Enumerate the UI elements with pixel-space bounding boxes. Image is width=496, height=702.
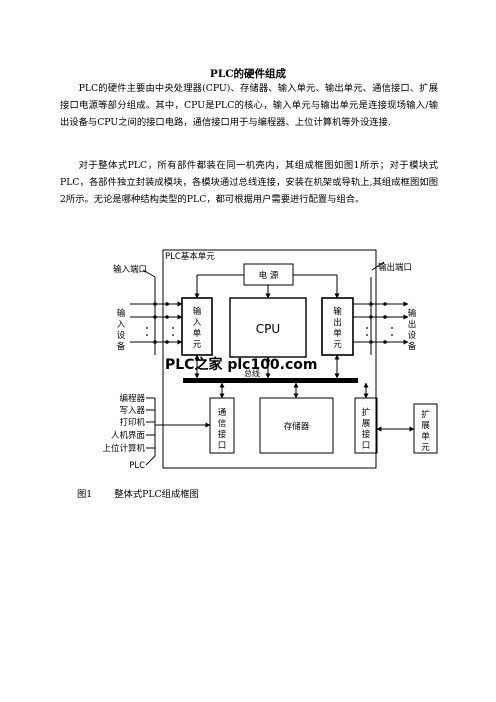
ext-interface-char: 扩 xyxy=(362,407,371,418)
ext-unit-char: 单 xyxy=(421,431,430,442)
input-unit-char: 入 xyxy=(193,318,202,328)
input-device-char: 备 xyxy=(117,341,126,352)
output-device-char: 出 xyxy=(408,319,417,330)
output-unit-char: 单 xyxy=(333,328,342,339)
comm-interface-char: 接 xyxy=(218,429,227,440)
peripheral-label: 打印机 xyxy=(119,417,145,428)
input-device-char: 设 xyxy=(117,330,126,341)
caption-text: 整体式PLC组成框图 xyxy=(114,489,199,500)
ext-interface-char: 接 xyxy=(362,429,371,440)
figure-caption: 图1 整体式PLC组成框图 xyxy=(77,486,221,500)
input-device-char: 入 xyxy=(117,320,126,330)
power-label: 电 源 xyxy=(259,270,279,281)
output-unit-char: 出 xyxy=(333,317,342,328)
memory-label: 存储器 xyxy=(284,421,310,432)
bus-bar xyxy=(183,378,358,383)
input-device-char: 输 xyxy=(117,308,126,319)
watermark-logo: PLC之家 plc100.com xyxy=(165,356,318,373)
output-device-char: 输 xyxy=(408,308,417,319)
input-unit-char: 元 xyxy=(193,340,202,350)
comm-interface-char: 信 xyxy=(218,418,227,429)
paragraph-1: PLC的硬件主要由中央处理器(CPU)、存储器、输入单元、输出单元、通信接口、扩… xyxy=(60,83,438,129)
base-unit-label: PLC基本单元 xyxy=(165,251,215,262)
input-unit-char: 输 xyxy=(193,306,202,317)
ext-unit-char: 扩 xyxy=(421,409,430,420)
peripheral-label: 写入器 xyxy=(119,406,145,416)
caption-number: 图1 xyxy=(77,489,93,500)
peripheral-label: 人机界面 xyxy=(111,430,146,441)
doc-title: PLC的硬件组成 xyxy=(209,68,287,80)
ext-interface-char: 口 xyxy=(362,441,371,451)
paragraph-2: 对于整体式PLC，所有部件都装在同一机壳内，其组成框图如图1所示；对于模块式PL… xyxy=(60,160,438,206)
output-unit-char: 元 xyxy=(333,340,342,350)
peripheral-label: 上位计算机 xyxy=(102,443,145,454)
comm-interface-char: 口 xyxy=(218,441,227,451)
bus-label: 总线 xyxy=(244,368,260,378)
comm-interface-char: 通 xyxy=(218,407,227,418)
peripheral-label: 编程器 xyxy=(119,393,145,404)
ext-unit-char: 元 xyxy=(421,443,430,453)
output-unit-char: 输 xyxy=(333,306,342,317)
input-port-label: 输入端口 xyxy=(113,264,147,275)
output-device-char: 设 xyxy=(408,330,417,341)
output-device-char: 备 xyxy=(408,341,417,352)
input-unit-char: 单 xyxy=(193,328,202,339)
cpu-label: CPU xyxy=(256,322,280,336)
output-port-label: 输出端口 xyxy=(378,262,412,273)
peripheral-label: PLC xyxy=(129,461,145,471)
ext-unit-char: 展 xyxy=(421,421,430,431)
base-unit-frame xyxy=(162,249,377,469)
ext-interface-char: 展 xyxy=(362,419,371,429)
